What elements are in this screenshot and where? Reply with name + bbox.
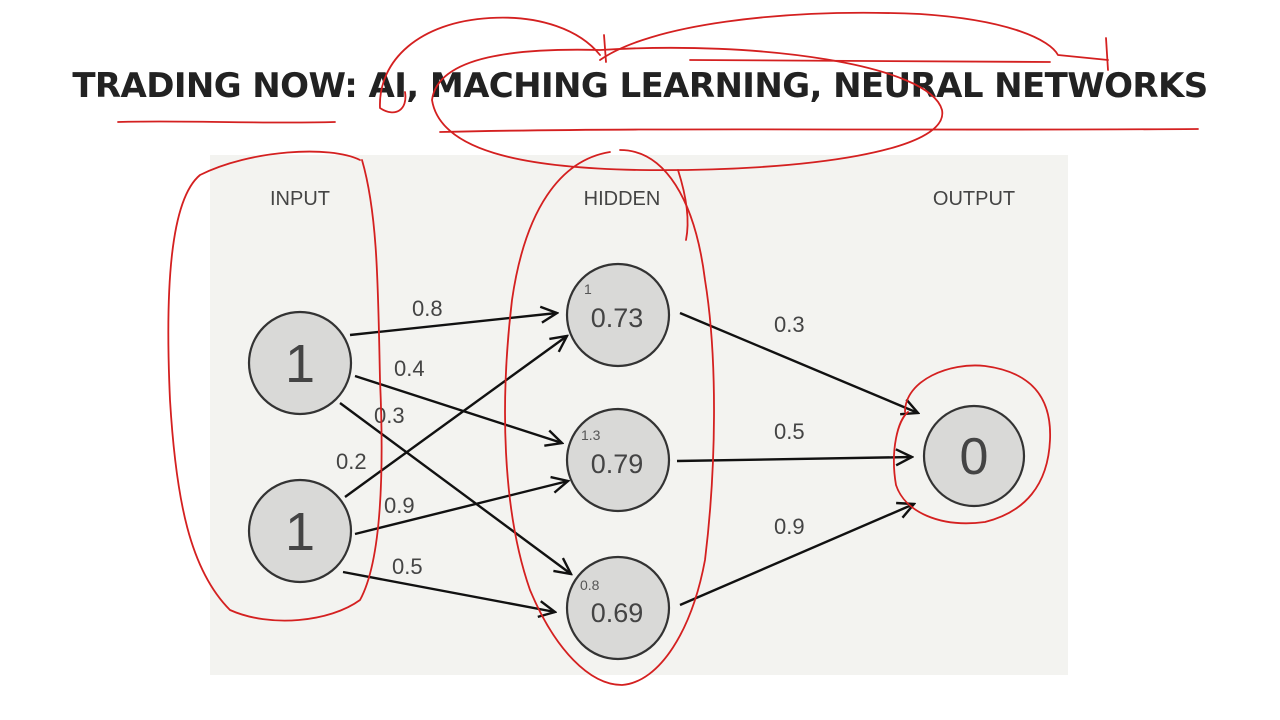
connections	[339, 311, 918, 612]
edge-i2-h3	[342, 570, 555, 612]
annotation-loop-ai	[379, 16, 601, 114]
hidden-node-3: 0.8 0.69	[565, 555, 671, 661]
input-node-2: 1	[247, 478, 353, 584]
annotation-input-loop	[167, 150, 383, 622]
edge-i1-h2	[354, 374, 562, 443]
input-node-1-value: 1	[285, 334, 315, 394]
red-annotations	[117, 11, 1199, 686]
layer-label-input: INPUT	[270, 188, 330, 210]
hidden-node-2-sum: 1.3	[581, 427, 601, 443]
annotation-tick-1	[603, 34, 607, 63]
input-node-2-circle	[247, 478, 353, 584]
output-node-value: 0	[960, 428, 989, 486]
weight-label-i1-h1: 0.8	[412, 296, 443, 321]
annotation-tick-2	[1105, 37, 1109, 71]
hidden-node-1-circle	[565, 262, 671, 368]
annotation-underline-title	[439, 128, 1199, 133]
output-node: 0	[922, 404, 1026, 508]
edge-i2-h2	[354, 481, 568, 536]
annotation-loop-ml	[431, 46, 943, 172]
layer-label-output: OUTPUT	[933, 188, 1015, 210]
weight-label-i2-h2: 0.9	[384, 493, 415, 518]
hidden-node-1: 1 0.73	[565, 262, 671, 368]
annotation-hidden-loop	[504, 149, 715, 686]
hidden-node-3-value: 0.69	[591, 598, 644, 628]
input-node-1-circle	[247, 310, 353, 416]
edge-h1-o1	[679, 311, 918, 413]
hidden-node-2-circle	[565, 407, 671, 513]
output-node-circle	[922, 404, 1026, 508]
hidden-node-2-value: 0.79	[591, 449, 644, 479]
annotation-dash	[689, 59, 1051, 63]
annotation-underline-trading-now	[117, 120, 336, 124]
weight-label-i1-h3: 0.3	[374, 403, 405, 428]
hidden-node-3-sum: 0.8	[580, 577, 600, 593]
edge-i1-h3	[339, 402, 571, 574]
weight-label-i2-h3: 0.5	[392, 554, 423, 579]
input-node-1: 1	[247, 310, 353, 416]
weight-label-h1-o1: 0.3	[774, 312, 805, 337]
edge-h2-o1	[676, 457, 912, 461]
hidden-node-3-circle	[565, 555, 671, 661]
weight-label-h3-o1: 0.9	[774, 514, 805, 539]
annotation-output-loop	[893, 364, 1051, 525]
edge-h3-o1	[679, 504, 914, 607]
hidden-node-1-sum: 1	[584, 281, 592, 297]
weight-label-i2-h1: 0.2	[336, 449, 367, 474]
weight-label-h2-o1: 0.5	[774, 419, 805, 444]
hidden-node-2: 1.3 0.79	[565, 407, 671, 513]
input-node-2-value: 1	[285, 502, 315, 562]
weight-label-i1-h2: 0.4	[394, 356, 425, 381]
page-title: TRADING NOW: AI, MACHING LEARNING, NEURA…	[72, 66, 1208, 106]
hidden-node-1-value: 0.73	[591, 303, 644, 333]
layer-label-hidden: HIDDEN	[584, 188, 661, 210]
edge-i1-h1	[349, 313, 557, 337]
annotation-hidden-tick	[677, 169, 689, 241]
annotation-loop-top-right	[599, 11, 1109, 61]
